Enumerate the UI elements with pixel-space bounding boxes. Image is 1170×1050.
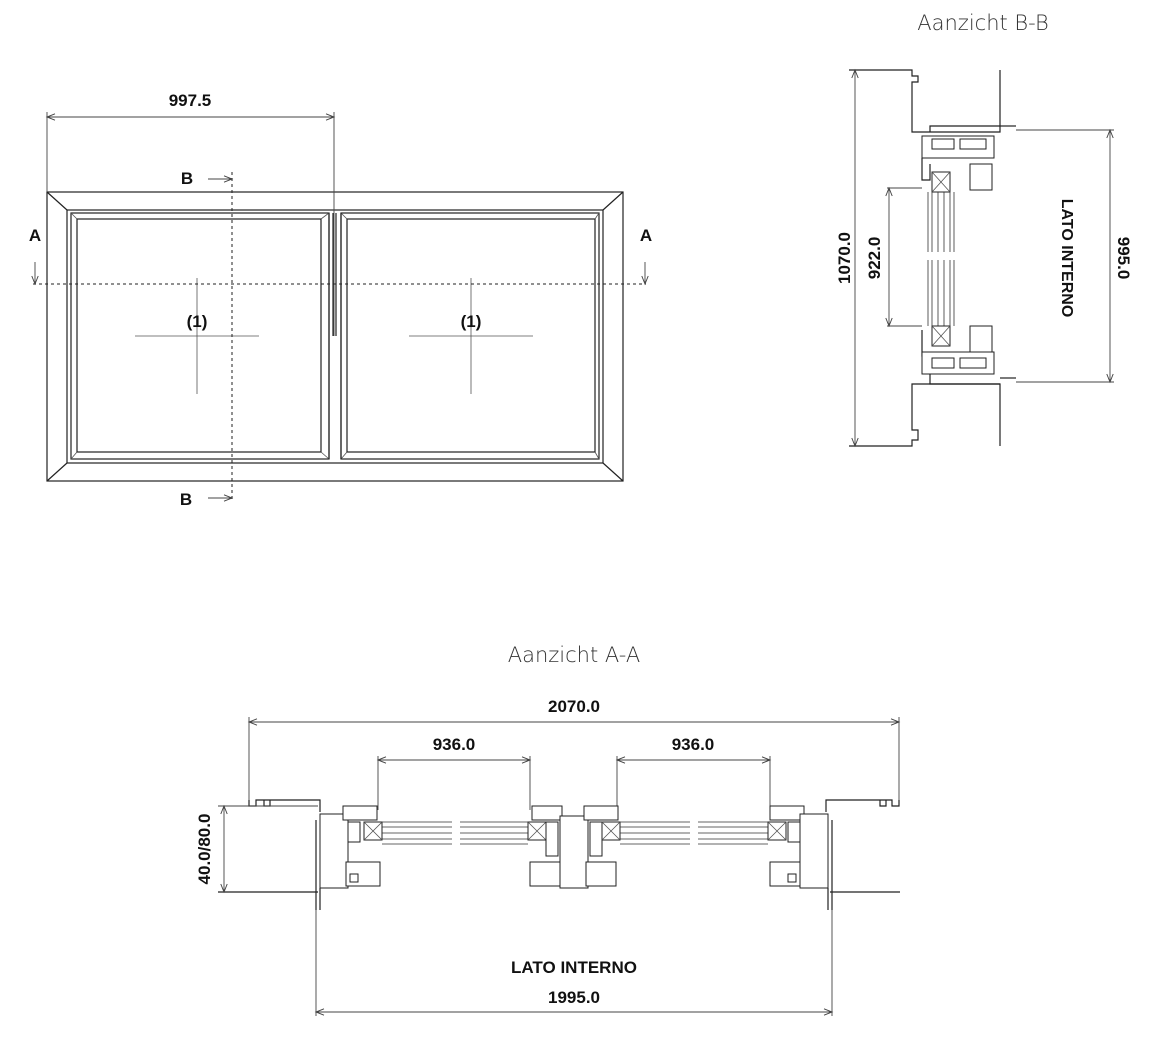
section-a-left-label: A — [29, 226, 41, 245]
aa-side-label: LATO INTERNO — [511, 958, 637, 977]
aa-depth: 40.0/80.0 — [195, 814, 214, 885]
bb-glass-height: 922.0 — [865, 237, 884, 280]
bb-overall-height: 1070.0 — [835, 232, 854, 284]
outer-frame — [46, 191, 624, 482]
section-bb: Aanzicht B-B 107 — [835, 11, 1133, 448]
width-dimension: 997.5 — [169, 91, 212, 110]
section-aa: Aanzicht A-A 2070.0 936.0 936.0 — [195, 643, 901, 1016]
bb-inner-height: 995.0 — [1114, 237, 1133, 280]
aa-center-mullion — [559, 815, 589, 889]
front-elevation: (1) (1) 997.5 B B A A — [29, 91, 652, 509]
panel-label-left: (1) — [187, 312, 208, 331]
section-b-top-label: B — [181, 169, 193, 188]
section-a-right-label: A — [640, 226, 652, 245]
inner-frame — [66, 209, 604, 464]
aa-left-frame-profile — [319, 813, 349, 889]
aa-inner-width: 1995.0 — [548, 988, 600, 1007]
bb-side-label: LATO INTERNO — [1058, 199, 1075, 318]
aa-glass-width-right: 936.0 — [672, 735, 715, 754]
section-bb-title: Aanzicht B-B — [917, 11, 1049, 35]
panel-label-right: (1) — [461, 312, 482, 331]
aa-overall-width: 2070.0 — [548, 697, 600, 716]
section-aa-title: Aanzicht A-A — [508, 643, 641, 667]
aa-right-frame-profile — [799, 813, 829, 889]
section-b-bottom-label: B — [180, 490, 192, 509]
aa-glass-width-left: 936.0 — [433, 735, 476, 754]
